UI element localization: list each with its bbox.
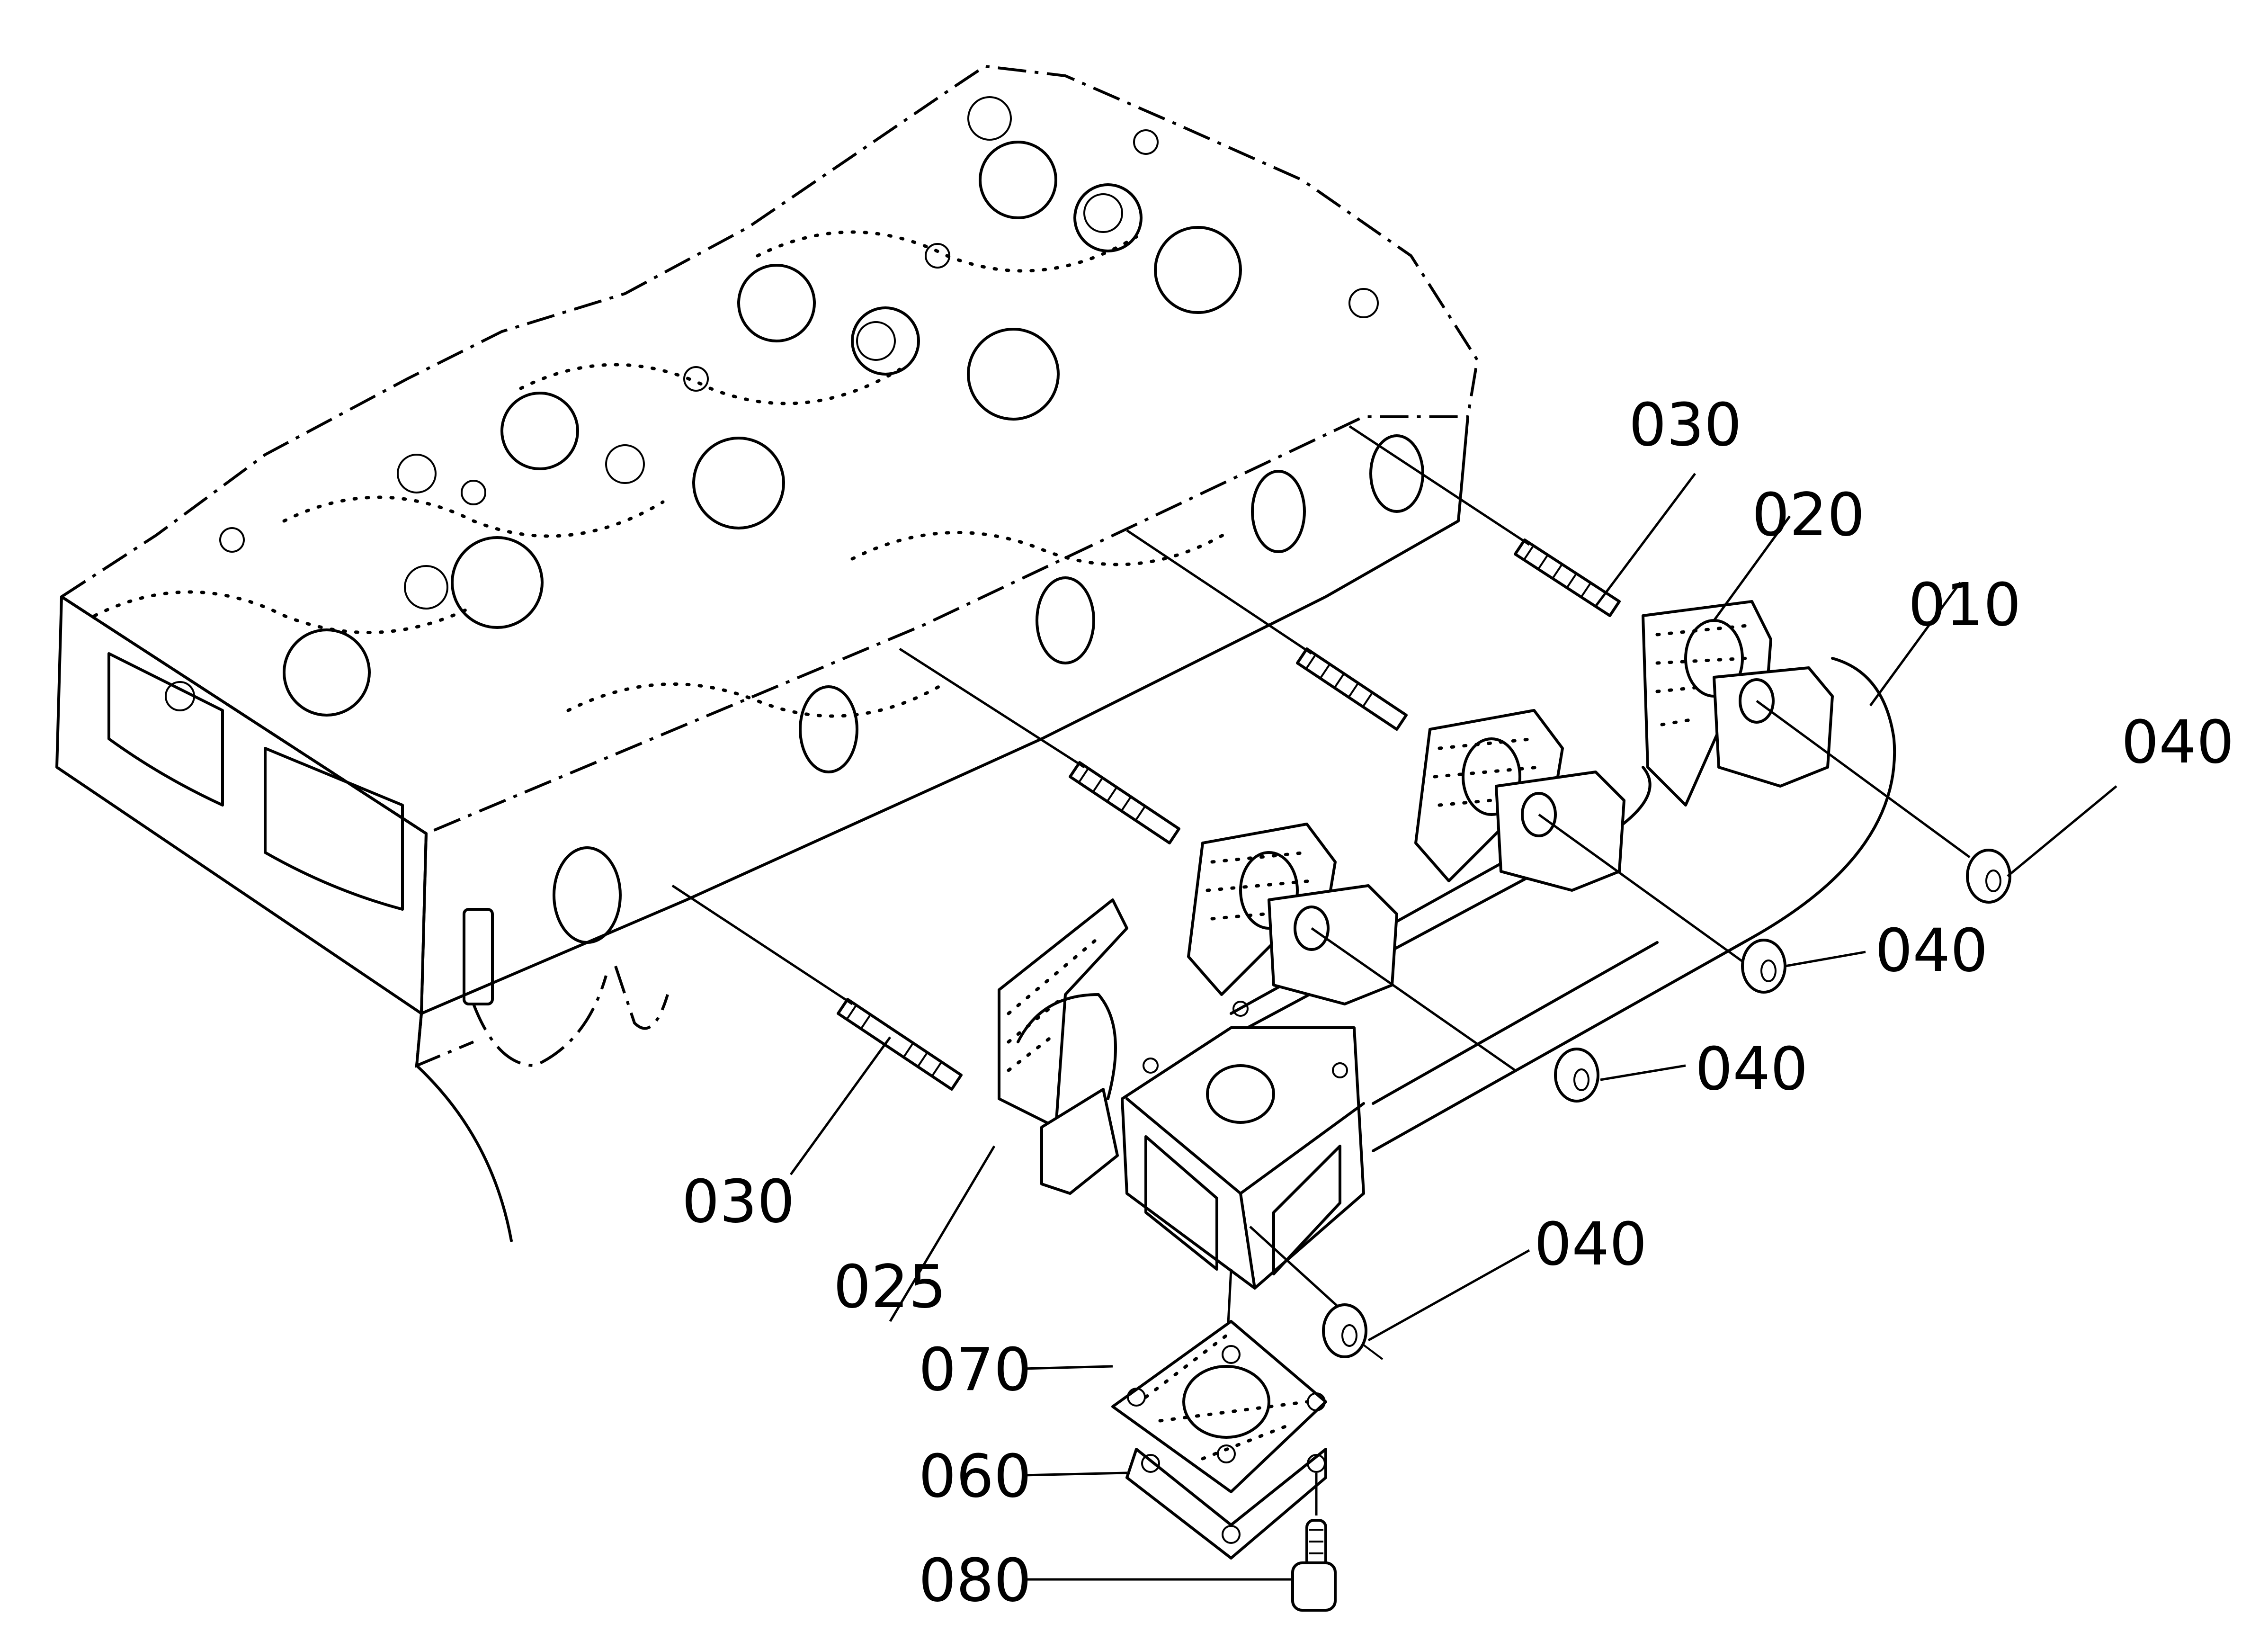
callout-025: 025 — [833, 1253, 946, 1321]
nut-040-lower — [1311, 927, 1599, 1103]
stud-030-bottom — [671, 884, 963, 1091]
stud-030-lower — [899, 647, 1180, 844]
stud-030-middle — [1126, 529, 1408, 731]
gasket-070 — [1111, 1269, 1327, 1493]
callout-040-bottom: 040 — [1534, 1210, 1647, 1279]
nut-040-middle — [1538, 813, 1786, 994]
gasket-025 — [998, 898, 1128, 1129]
gasket-020-middle — [1414, 709, 1564, 882]
callout-040-lower: 040 — [1695, 1035, 1808, 1103]
callout-040-mid: 040 — [1875, 916, 1988, 985]
callout-030-bottom: 030 — [682, 1167, 795, 1236]
flange-plate-060 — [1125, 1448, 1327, 1560]
callout-060: 060 — [919, 1442, 1032, 1511]
callout-010: 010 — [1908, 571, 2021, 639]
callout-040-right: 040 — [2121, 708, 2234, 777]
bolt-080 — [1291, 1473, 1337, 1612]
exhaust-manifold-010 — [1017, 657, 1896, 1290]
callout-labels: 030 020 010 040 040 040 030 025 040 070 … — [682, 391, 2234, 1615]
callout-080: 080 — [919, 1546, 1032, 1615]
callout-070: 070 — [919, 1336, 1032, 1404]
nut-040-right — [1756, 699, 2011, 904]
stud-030-top — [1348, 425, 1621, 617]
head-top-features — [93, 96, 1379, 718]
callout-030-top: 030 — [1629, 391, 1742, 459]
callout-leaders — [789, 473, 2117, 1581]
cylinder-head — [55, 64, 1479, 1242]
callout-020: 020 — [1752, 481, 1865, 549]
nut-040-bottom — [1249, 1226, 1384, 1360]
gasket-020-lower — [1187, 823, 1337, 996]
